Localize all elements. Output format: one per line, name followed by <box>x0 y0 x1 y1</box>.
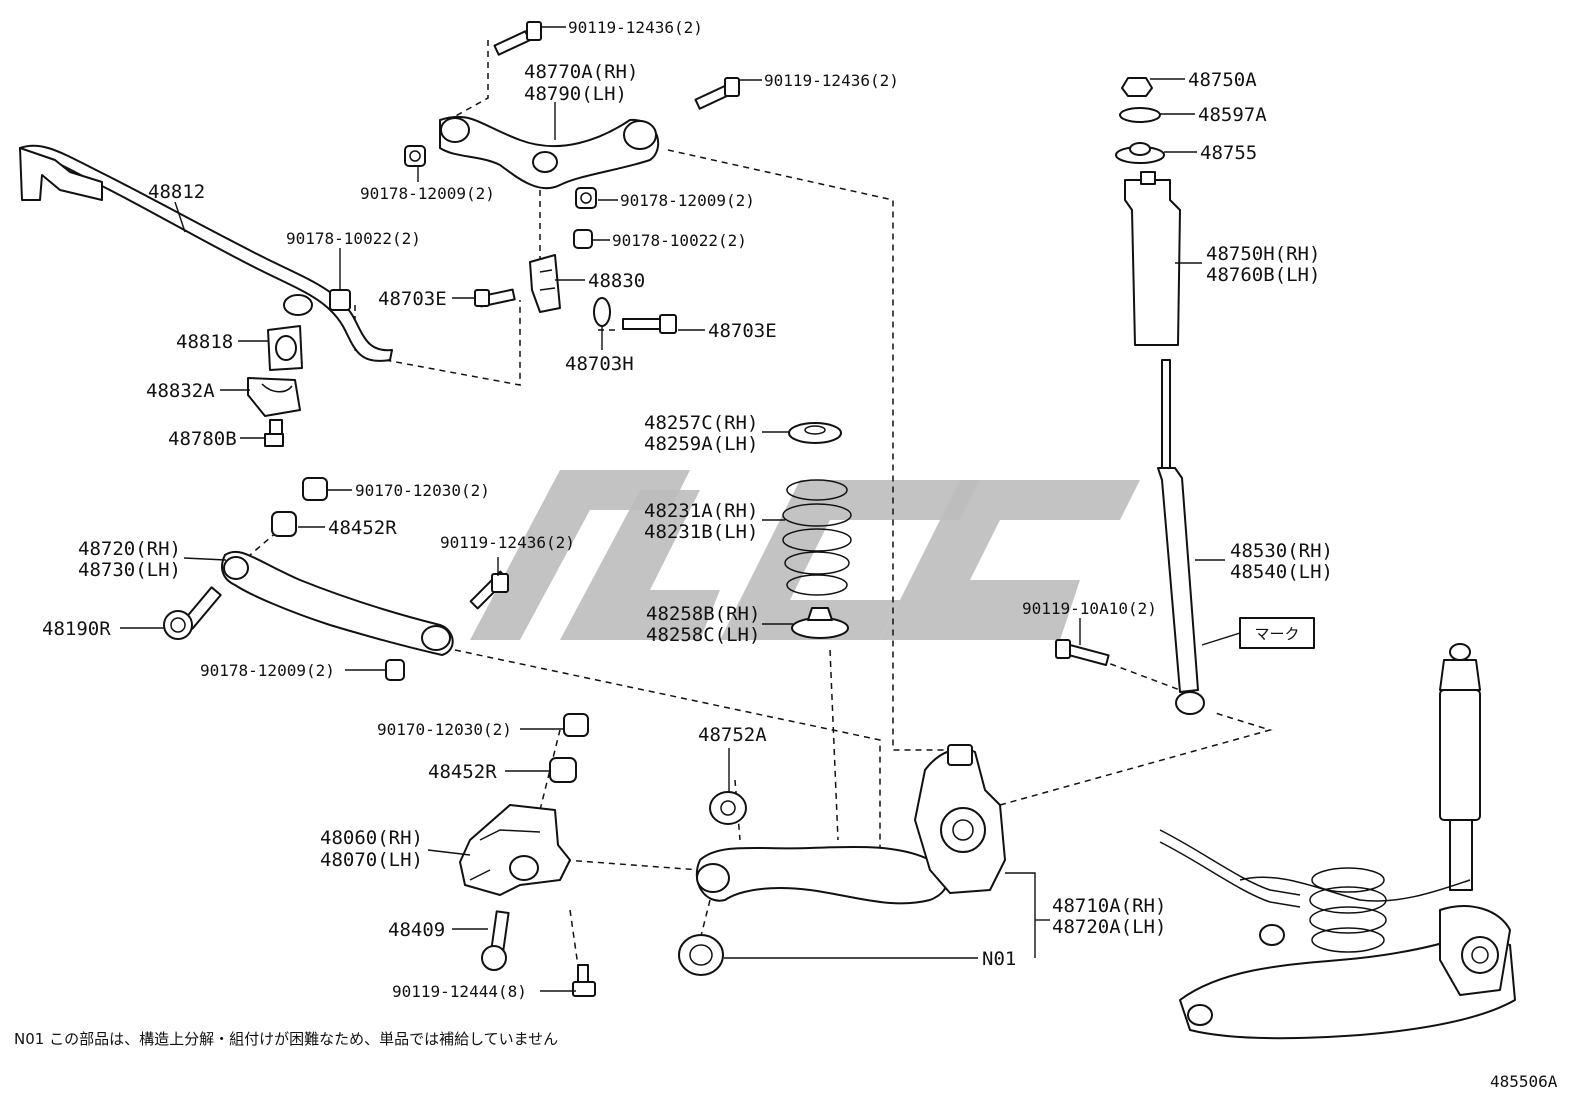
label-rod-bolt: 48190R <box>42 618 111 640</box>
figure-id: 485506A <box>1490 1072 1558 1091</box>
rod-bolt-long <box>469 570 509 610</box>
rod-bolt-48190r <box>163 586 222 640</box>
mount-washer <box>1119 107 1161 123</box>
bushing-bracket <box>247 377 301 417</box>
mount-nut <box>1121 77 1153 97</box>
carrier-small-bolt <box>572 964 596 997</box>
dust-boot <box>1124 171 1181 346</box>
label-bracket-bolt: 48780B <box>168 428 237 450</box>
part-labels: 90119-12436(2) 90119-12436(2) 48770A(RH)… <box>42 18 1333 1001</box>
label-nut-bracket: 90178-10022(2) <box>612 231 747 250</box>
label-stab-bushing: 48818 <box>176 331 233 353</box>
label-washer: 48703H <box>565 353 634 375</box>
stab-link-nut <box>329 289 351 311</box>
bracket-bolt-right <box>622 314 677 334</box>
label-lower-seat-rh: 48258B(RH) <box>646 603 760 625</box>
bracket-bolt-left <box>474 288 516 308</box>
leader-lines <box>120 26 1225 992</box>
shock-absorber <box>1157 359 1205 715</box>
label-cushion-2: 48452R <box>428 761 497 783</box>
label-lower-rod-rh: 48720(RH) <box>78 538 181 560</box>
label-nut-carrier: 90170-12030(2) <box>377 720 512 739</box>
label-bound-stopper: 48752A <box>698 724 767 746</box>
mark-text: マーク <box>1254 625 1299 643</box>
carrier-cushion <box>549 757 577 783</box>
mark-callout: マーク <box>1201 617 1315 649</box>
bracket-nut <box>573 229 593 249</box>
label-carrier-bolt: 48409 <box>388 919 445 941</box>
upper-arm-nut-right <box>575 187 597 209</box>
label-carrier-rh: 48060(RH) <box>320 827 423 849</box>
absorber-bolt <box>1055 639 1110 667</box>
label-nut-rod-1: 90170-12030(2) <box>355 481 490 500</box>
label-bushing-bracket: 48832A <box>146 380 215 402</box>
label-lower-seat-lh: 48258C(LH) <box>646 624 760 646</box>
label-nut-rod-2: 90178-12009(2) <box>200 661 335 680</box>
carrier-nut <box>563 713 589 737</box>
label-lower-arm-lh: 48720A(LH) <box>1052 916 1166 938</box>
label-bolt-carrier: 90119-12444(8) <box>392 982 527 1001</box>
assembled-view <box>1159 643 1516 1040</box>
label-bolt-bracket-left: 48703E <box>378 288 447 310</box>
label-absorber-bolt: 90119-10A10(2) <box>1022 599 1157 618</box>
label-lower-arm-rh: 48710A(RH) <box>1052 895 1166 917</box>
label-bolt-top-2: 90119-12436(2) <box>764 71 899 90</box>
lower-control-arm <box>695 845 948 905</box>
knuckle <box>914 744 1006 894</box>
label-carrier-lh: 48070(LH) <box>320 849 423 871</box>
upper-arm-bolt-2 <box>694 77 740 110</box>
arm-bushing-n01 <box>678 934 724 976</box>
rod-nut-1 <box>302 477 328 501</box>
label-nut-stab-link: 90178-10022(2) <box>286 229 421 248</box>
label-nut-upper-left: 90178-12009(2) <box>360 184 495 203</box>
upper-control-arm <box>439 115 660 190</box>
bound-stopper <box>709 791 747 825</box>
label-upper-arm-lh: 48790(LH) <box>524 83 627 105</box>
upper-spring-seat <box>788 422 842 444</box>
label-spring-lh: 48231B(LH) <box>644 521 758 543</box>
label-upper-arm-rh: 48770A(RH) <box>524 61 638 83</box>
lower-spring-seat <box>791 607 849 639</box>
stabilizer-bar <box>19 144 393 362</box>
label-upper-seat-lh: 48259A(LH) <box>644 433 758 455</box>
label-bolt-bracket-right: 48703E <box>708 320 777 342</box>
label-bolt-top-1: 90119-12436(2) <box>568 18 703 37</box>
label-dust-boot-lh: 48760B(LH) <box>1206 264 1320 286</box>
label-absorber-lh: 48540(LH) <box>1230 561 1333 583</box>
lower-rod <box>221 550 454 656</box>
label-lower-rod-lh: 48730(LH) <box>78 559 181 581</box>
label-dust-boot-rh: 48750H(RH) <box>1206 243 1320 265</box>
label-mount-nut: 48750A <box>1188 69 1257 91</box>
rod-cushion-1 <box>271 511 297 537</box>
label-absorber-rh: 48530(RH) <box>1230 540 1333 562</box>
coil-spring <box>782 479 852 596</box>
label-mount-seat: 48755 <box>1200 142 1257 164</box>
footnote: N01 この部品は、構造上分解・組付けが困難なため、単品では補給していません <box>14 1030 558 1048</box>
rod-nut-2 <box>385 659 405 681</box>
stabilizer-bushing <box>267 325 303 371</box>
label-n01: N01 <box>982 948 1016 970</box>
bracket-bolt <box>264 419 284 447</box>
label-bolt-rod: 90119-12436(2) <box>440 533 575 552</box>
washer <box>593 297 611 327</box>
upper-arm-nut-left <box>404 145 426 167</box>
label-cushion-1: 48452R <box>328 517 397 539</box>
carrier-bracket <box>459 804 571 896</box>
label-mount-washer: 48597A <box>1198 104 1267 126</box>
label-nut-upper-right: 90178-12009(2) <box>620 191 755 210</box>
mount-seat <box>1115 142 1165 164</box>
upper-arm-bolt-1 <box>493 21 542 56</box>
label-spring-rh: 48231A(RH) <box>644 500 758 522</box>
label-upper-seat-rh: 48257C(RH) <box>644 412 758 434</box>
stab-link-bracket <box>529 254 561 313</box>
label-bracket: 48830 <box>588 270 645 292</box>
label-stabilizer-bar: 48812 <box>148 181 205 203</box>
carrier-bolt-48409 <box>481 910 510 971</box>
